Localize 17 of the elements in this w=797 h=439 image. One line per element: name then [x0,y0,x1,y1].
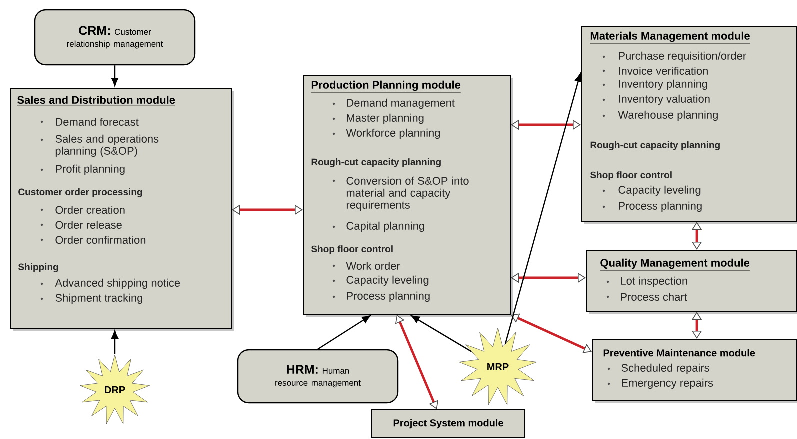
rounded-box: HRM: Human resource management [237,349,399,404]
starburst: MRP [459,328,537,406]
arrow [232,204,303,216]
starburst: DRP [80,354,150,424]
arrow [504,74,582,344]
arrow [318,316,371,350]
arrow [511,120,581,130]
arrow [111,330,119,354]
module-box: Project System module [372,410,526,438]
arrow [511,314,592,354]
arrow [395,315,439,410]
arrow [111,66,119,86]
arrow [692,222,702,250]
arrow [411,316,472,352]
arrow [692,312,702,339]
rounded-box: CRM: Customer relationship management [34,9,196,66]
arrow [511,272,586,284]
